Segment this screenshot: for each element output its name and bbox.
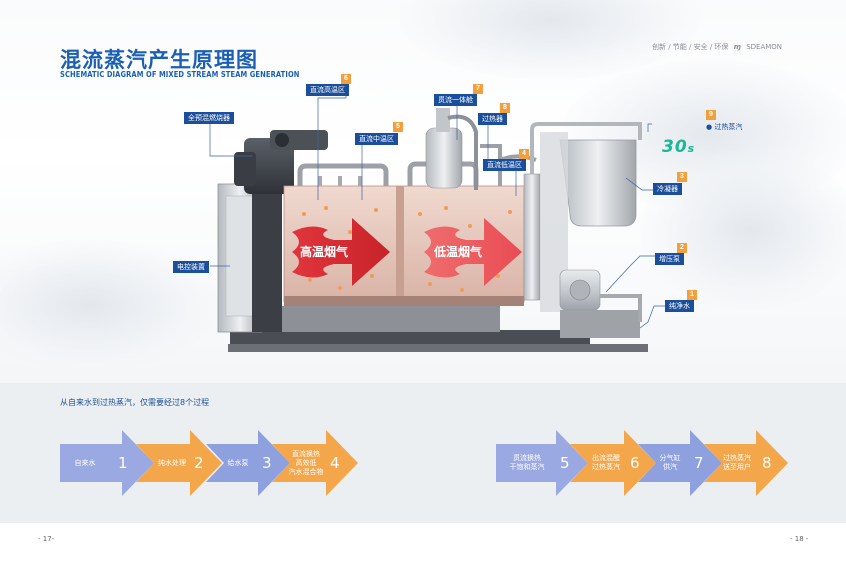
flame-high-temp-gas: 高温烟气 bbox=[300, 245, 349, 259]
30s-logo: 30s bbox=[662, 137, 696, 157]
process-step-1: 自来水 1 bbox=[60, 430, 154, 496]
flame-low-temp-gas: 低温烟气 bbox=[434, 245, 483, 259]
step-number: 8 bbox=[762, 454, 772, 472]
step-number: 4 bbox=[330, 454, 340, 472]
page-number-right: - 18 - bbox=[790, 535, 809, 543]
step-label: 直流换热高效低汽水混合物 bbox=[288, 449, 324, 476]
brand-line: 创新 / 节能 / 安全 / 环保 ɱ SDEAMON bbox=[652, 42, 782, 52]
step-label: 给水泵 bbox=[227, 458, 249, 467]
page-title: 混流蒸汽产生原理图 bbox=[60, 48, 258, 72]
label-pure-water: 纯净水 bbox=[665, 300, 694, 312]
step-label: 过热蒸汽送至用户 bbox=[723, 454, 751, 471]
process-step-7: 分气缸供汽 7 bbox=[638, 430, 722, 496]
label-burner: 全预混燃烧器 bbox=[184, 112, 234, 124]
step-number: 5 bbox=[560, 454, 570, 472]
badge-2: 2 bbox=[677, 243, 687, 253]
label-mid-temp-zone: 直流中温区 bbox=[355, 133, 398, 145]
step-number: 6 bbox=[630, 454, 640, 472]
label-condenser: 冷凝器 bbox=[653, 183, 682, 195]
badge-8: 8 bbox=[500, 103, 510, 113]
label-booster-pump: 增压泵 bbox=[655, 253, 684, 265]
step-number: 3 bbox=[262, 454, 272, 472]
label-superheater: 过热器 bbox=[478, 113, 507, 125]
boiler-illustration bbox=[209, 90, 666, 352]
step-label: 分气缸供汽 bbox=[659, 454, 681, 471]
badge-7: 7 bbox=[473, 84, 483, 94]
step-label: 自来水 bbox=[74, 458, 96, 467]
label-low-temp-zone: 直流低温区 bbox=[483, 159, 526, 171]
badge-4: 4 bbox=[519, 149, 529, 159]
cloud-background bbox=[640, 150, 846, 310]
process-step-2: 纯水处理 2 bbox=[136, 430, 222, 496]
page-number-left: - 17- bbox=[38, 535, 55, 543]
step-number: 7 bbox=[694, 454, 704, 472]
label-high-temp-zone: 直流高温区 bbox=[306, 84, 349, 96]
process-step-3: 给水泵 3 bbox=[206, 430, 290, 496]
badge-6: 6 bbox=[341, 74, 351, 84]
step-label: 出流混醒过热蒸汽 bbox=[592, 454, 620, 471]
process-step-6: 出流混醒过热蒸汽 6 bbox=[570, 430, 656, 496]
process-step-5: 贯流换热干饱和蒸汽 5 bbox=[496, 430, 588, 496]
page-subtitle: SCHEMATIC DIAGRAM OF MIXED STREAM STEAM … bbox=[60, 70, 300, 79]
process-step-4: 直流换热高效低汽水混合物 4 bbox=[272, 430, 358, 496]
step-number: 2 bbox=[194, 454, 204, 472]
label-superheated-steam: ● 过热蒸汽 bbox=[706, 123, 743, 131]
diagram-section: 混流蒸汽产生原理图 SCHEMATIC DIAGRAM OF MIXED STR… bbox=[0, 0, 846, 383]
badge-5: 5 bbox=[393, 122, 403, 132]
brand-slogan: 创新 / 节能 / 安全 / 环保 bbox=[652, 43, 729, 51]
label-cross-flow-chamber: 贯流一体舱 bbox=[434, 94, 477, 106]
label-control-unit: 电控装置 bbox=[173, 261, 209, 273]
badge-9: 9 bbox=[706, 110, 716, 120]
steam-arrow-icon: ● bbox=[706, 123, 715, 131]
step-number: 1 bbox=[118, 454, 128, 472]
step-label: 纯水处理 bbox=[158, 458, 186, 467]
brand-name: SDEAMON bbox=[746, 43, 783, 51]
step-label: 贯流换热干饱和蒸汽 bbox=[509, 454, 545, 471]
process-title: 从自来水到过热蒸汽，仅需要经过8个过程 bbox=[60, 398, 210, 407]
badge-3: 3 bbox=[677, 172, 687, 182]
process-step-8: 过热蒸汽送至用户 8 bbox=[704, 430, 788, 496]
badge-1: 1 bbox=[687, 290, 697, 300]
process-section: 从自来水到过热蒸汽，仅需要经过8个过程 自来水 1 纯水处理 2 给水泵 3 直… bbox=[0, 383, 846, 523]
brand-logo-icon: ɱ bbox=[733, 43, 741, 51]
